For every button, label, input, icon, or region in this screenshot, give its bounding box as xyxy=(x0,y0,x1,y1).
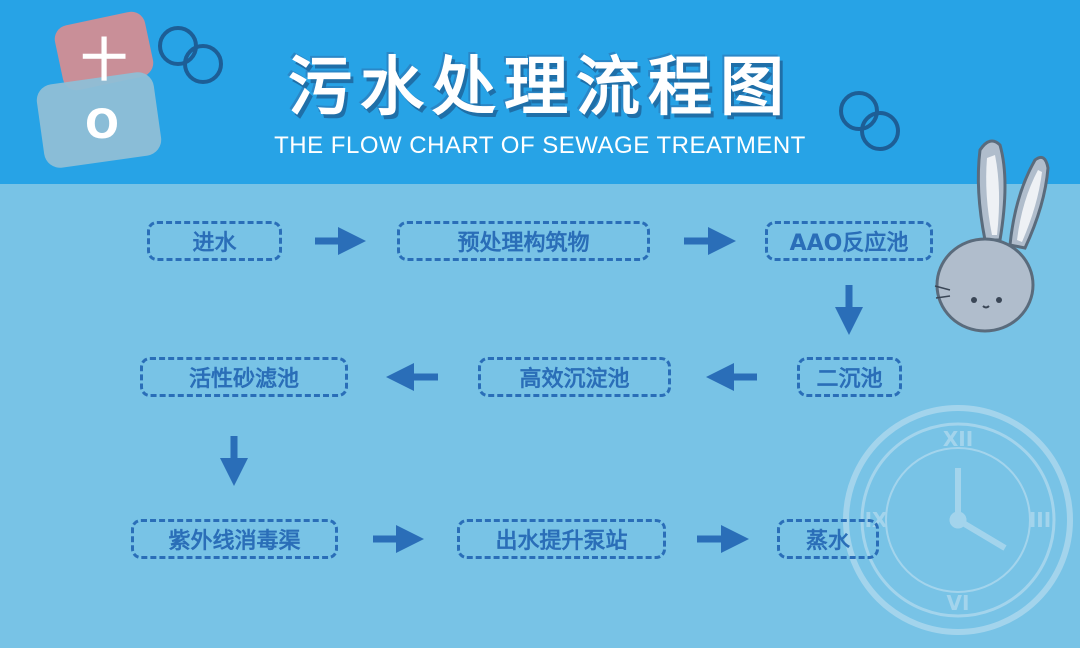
flow-step-active-sand-filter: 活性砂滤池 xyxy=(140,357,348,397)
rings-left-icon xyxy=(158,26,223,84)
flow-step-aao-tank: AAO反应池 xyxy=(765,221,933,261)
svg-text:XII: XII xyxy=(943,427,973,451)
flow-step-uv-disinfection: 紫外线消毒渠 xyxy=(131,519,338,559)
rings-right-icon xyxy=(839,91,900,151)
flow-step-high-efficiency-sedimentation: 高效沉淀池 xyxy=(478,357,671,397)
header-banner xyxy=(0,0,1080,184)
flow-step-pretreatment: 预处理构筑物 xyxy=(397,221,650,261)
rabbit-icon xyxy=(934,139,1050,333)
svg-text:O: O xyxy=(85,102,119,148)
svg-text:十: 十 xyxy=(81,33,127,87)
tictactoe-cards-icon: 十 O xyxy=(36,11,162,168)
flow-step-secondary-clarifier: 二沉池 xyxy=(797,357,902,397)
flow-step-inflow: 进水 xyxy=(147,221,282,261)
flow-step-outlet-pump-station: 出水提升泵站 xyxy=(457,519,666,559)
svg-text:III: III xyxy=(1029,508,1051,532)
flow-step-steam-water: 蒸水 xyxy=(777,519,879,559)
svg-text:VI: VI xyxy=(947,591,970,615)
page-title: 污水处理流程图 xyxy=(288,51,792,125)
page-subtitle: THE FLOW CHART OF SEWAGE TREATMENT xyxy=(274,132,806,159)
